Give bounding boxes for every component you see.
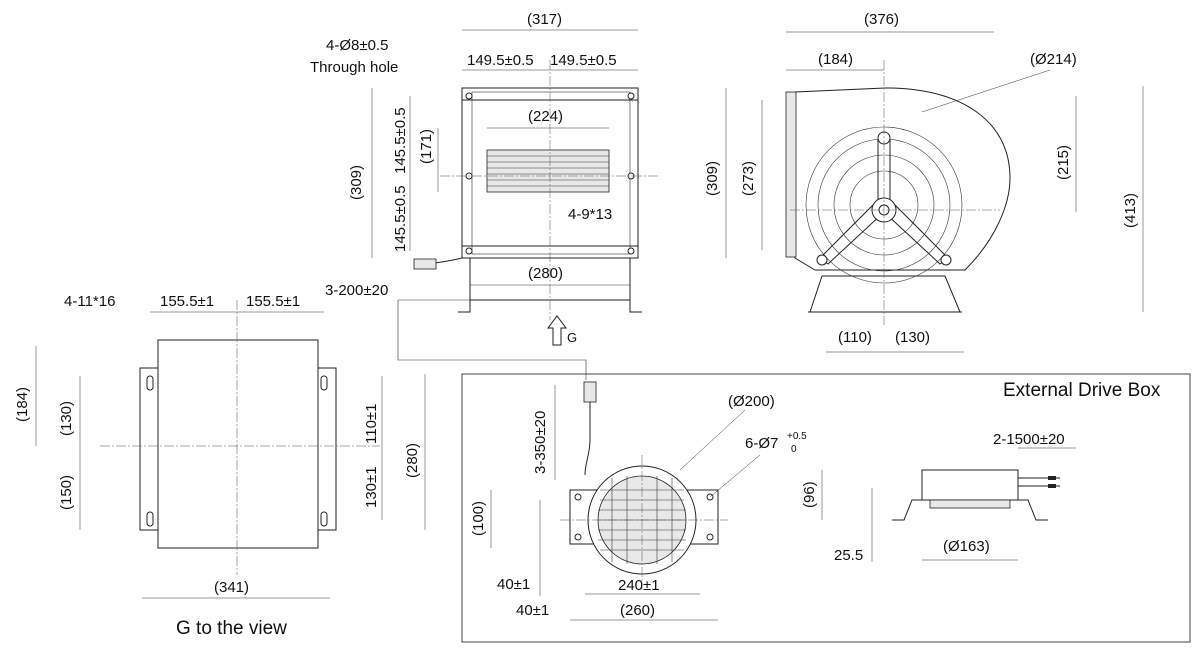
- top-slot-note: 4-9*13: [568, 206, 612, 223]
- top-half-left: 149.5±0.5: [467, 52, 534, 69]
- top-view: [371, 29, 660, 346]
- drive-box-front: [490, 381, 761, 621]
- side-h413: (413): [1122, 193, 1139, 228]
- drive-tol-zero: 0: [791, 444, 797, 455]
- drive-box-title: External Drive Box: [1003, 380, 1161, 401]
- drive-holes: 6-Ø7: [745, 435, 778, 452]
- g-h130: (130): [58, 401, 75, 436]
- top-cable-note: 3-200±20: [325, 282, 388, 299]
- drive-w260: (260): [620, 602, 655, 619]
- drive-d40a: 40±1: [497, 576, 530, 593]
- g-half-left: 155.5±1: [160, 293, 214, 310]
- drive-dia200: (Ø200): [728, 393, 775, 410]
- drive-d40b: 40±1: [516, 602, 549, 619]
- side-view: [725, 31, 1144, 353]
- top-v-lower: 145.5±0.5: [392, 185, 409, 252]
- g-h110: 110±1: [363, 404, 380, 445]
- drive-dia163: (Ø163): [943, 538, 990, 555]
- top-width-overall: (317): [527, 11, 562, 28]
- drive-cable: 3-350±20: [532, 411, 549, 474]
- side-foot-left: (110): [838, 329, 872, 346]
- g-h280: (280): [404, 443, 421, 478]
- top-v-upper: 145.5±0.5: [392, 107, 409, 174]
- drive-tol-plus: +0.5: [787, 431, 807, 442]
- g-h150: (150): [58, 475, 75, 510]
- side-h309: (309): [704, 161, 721, 196]
- cable-link: [397, 300, 587, 380]
- top-half-right: 149.5±0.5: [550, 52, 617, 69]
- drive-cable2: 2-1500±20: [993, 431, 1065, 448]
- g-caption: G to the view: [176, 618, 287, 639]
- drive-h96: (96): [801, 481, 818, 508]
- top-height-overall: (309): [348, 165, 365, 200]
- drive-box-frame: [461, 373, 1191, 643]
- top-base-width: (280): [528, 265, 563, 282]
- drive-d25: 25.5: [834, 547, 863, 564]
- top-outlet-width: (224): [528, 108, 563, 125]
- g-slot-note: 4-11*16: [64, 293, 115, 310]
- top-holes-note-2: Through hole: [310, 59, 398, 76]
- g-h184: (184): [14, 387, 31, 422]
- top-holes-note: 4-Ø8±0.5: [326, 37, 388, 54]
- side-width-overall: (376): [864, 11, 899, 28]
- side-h215: (215): [1055, 145, 1072, 180]
- top-outlet-height: (171): [418, 129, 435, 164]
- side-wheel-dia: (Ø214): [1030, 51, 1077, 68]
- drive-w240: 240±1: [618, 577, 660, 594]
- view-arrow-label: G: [567, 330, 577, 345]
- g-half-right: 155.5±1: [246, 293, 300, 310]
- side-foot-right: (130): [895, 329, 930, 346]
- drive-box-side: [821, 447, 1076, 562]
- labels: (317) 149.5±0.5 149.5±0.5 4-Ø8±0.5 Throu…: [14, 11, 1161, 639]
- side-h273: (273): [740, 161, 757, 196]
- side-outlet-offset: (184): [818, 51, 853, 68]
- drive-h100: (100): [470, 501, 487, 536]
- g-h130b: 130±1: [363, 466, 380, 508]
- g-width: (341): [214, 579, 249, 596]
- g-view: [35, 300, 426, 599]
